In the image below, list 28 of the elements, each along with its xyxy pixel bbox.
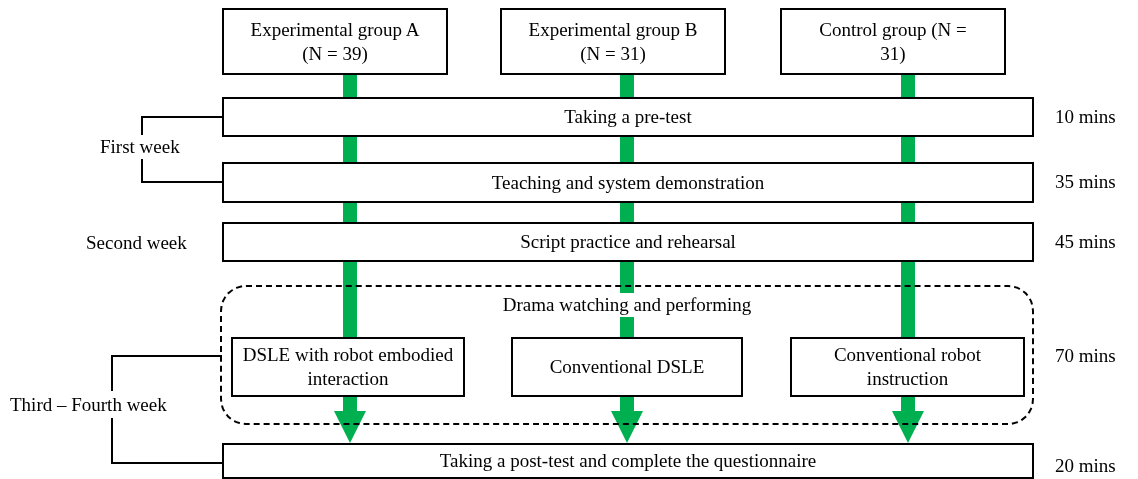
process-box: Control group (N = 31) [780, 8, 1006, 75]
group-title: Drama watching and performing [500, 293, 754, 317]
connector-line [343, 203, 357, 222]
process-box: Conventional DSLE [511, 337, 743, 397]
process-box: Experimental group A (N = 39) [222, 8, 448, 75]
arrow [334, 397, 366, 443]
connector-line [343, 75, 357, 97]
connector-line [901, 262, 915, 337]
connector-line [343, 262, 357, 337]
connector-line [620, 262, 634, 337]
process-box: Conventional robot instruction [790, 337, 1025, 397]
process-box: Taking a post-test and complete the questionnaire [222, 443, 1034, 479]
connector-line [620, 203, 634, 222]
arrow [892, 397, 924, 443]
connector-line [343, 137, 357, 162]
connector-line [901, 75, 915, 97]
process-box: DSLE with robot embodied interaction [231, 337, 465, 397]
process-box: Script practice and rehearsal [222, 222, 1034, 262]
connector-line [901, 137, 915, 162]
connector-line [901, 203, 915, 222]
dashed-group-box [220, 285, 1034, 425]
connector-line [620, 137, 634, 162]
process-box: Taking a pre-test [222, 97, 1034, 137]
connector-line [620, 75, 634, 97]
process-box: Teaching and system demonstration [222, 162, 1034, 203]
arrow [611, 397, 643, 443]
process-box: Experimental group B (N = 31) [500, 8, 726, 75]
week-label: First week [100, 135, 180, 159]
